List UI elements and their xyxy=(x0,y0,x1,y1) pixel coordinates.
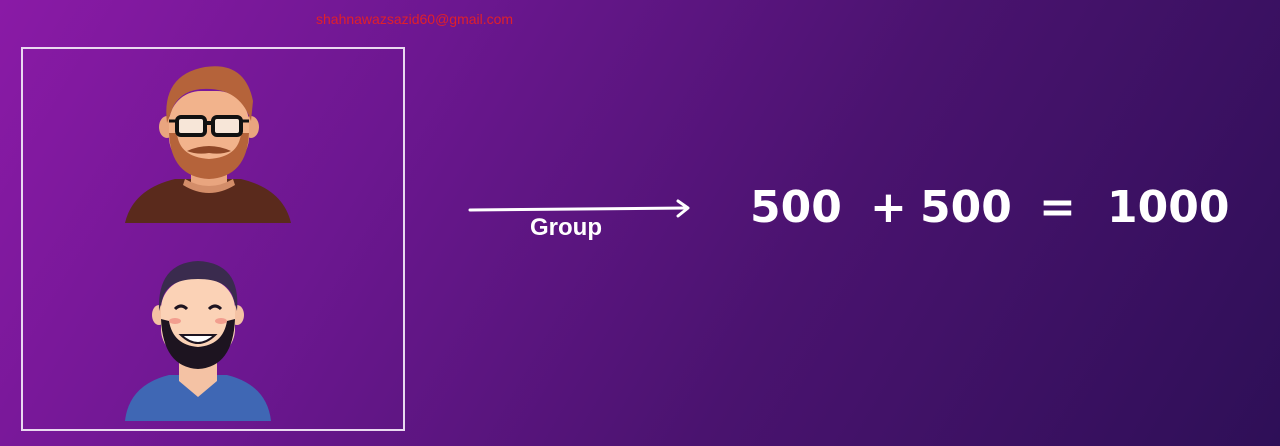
equation-term-2: 500 xyxy=(920,182,1012,233)
group-label: Group xyxy=(530,214,602,241)
equation-result: 1000 xyxy=(1107,182,1230,233)
right-arrow-icon xyxy=(468,199,690,218)
hipster-avatar-icon xyxy=(125,66,291,223)
equation-equals-sign: = xyxy=(1039,182,1076,233)
equation-plus-sign: + xyxy=(870,182,907,233)
bearded-avatar-icon xyxy=(125,261,271,421)
watermark-email: shahnawazsazid60@gmail.com xyxy=(316,11,514,27)
equation-term-1: 500 xyxy=(750,182,842,233)
avatar-frame xyxy=(21,47,405,431)
